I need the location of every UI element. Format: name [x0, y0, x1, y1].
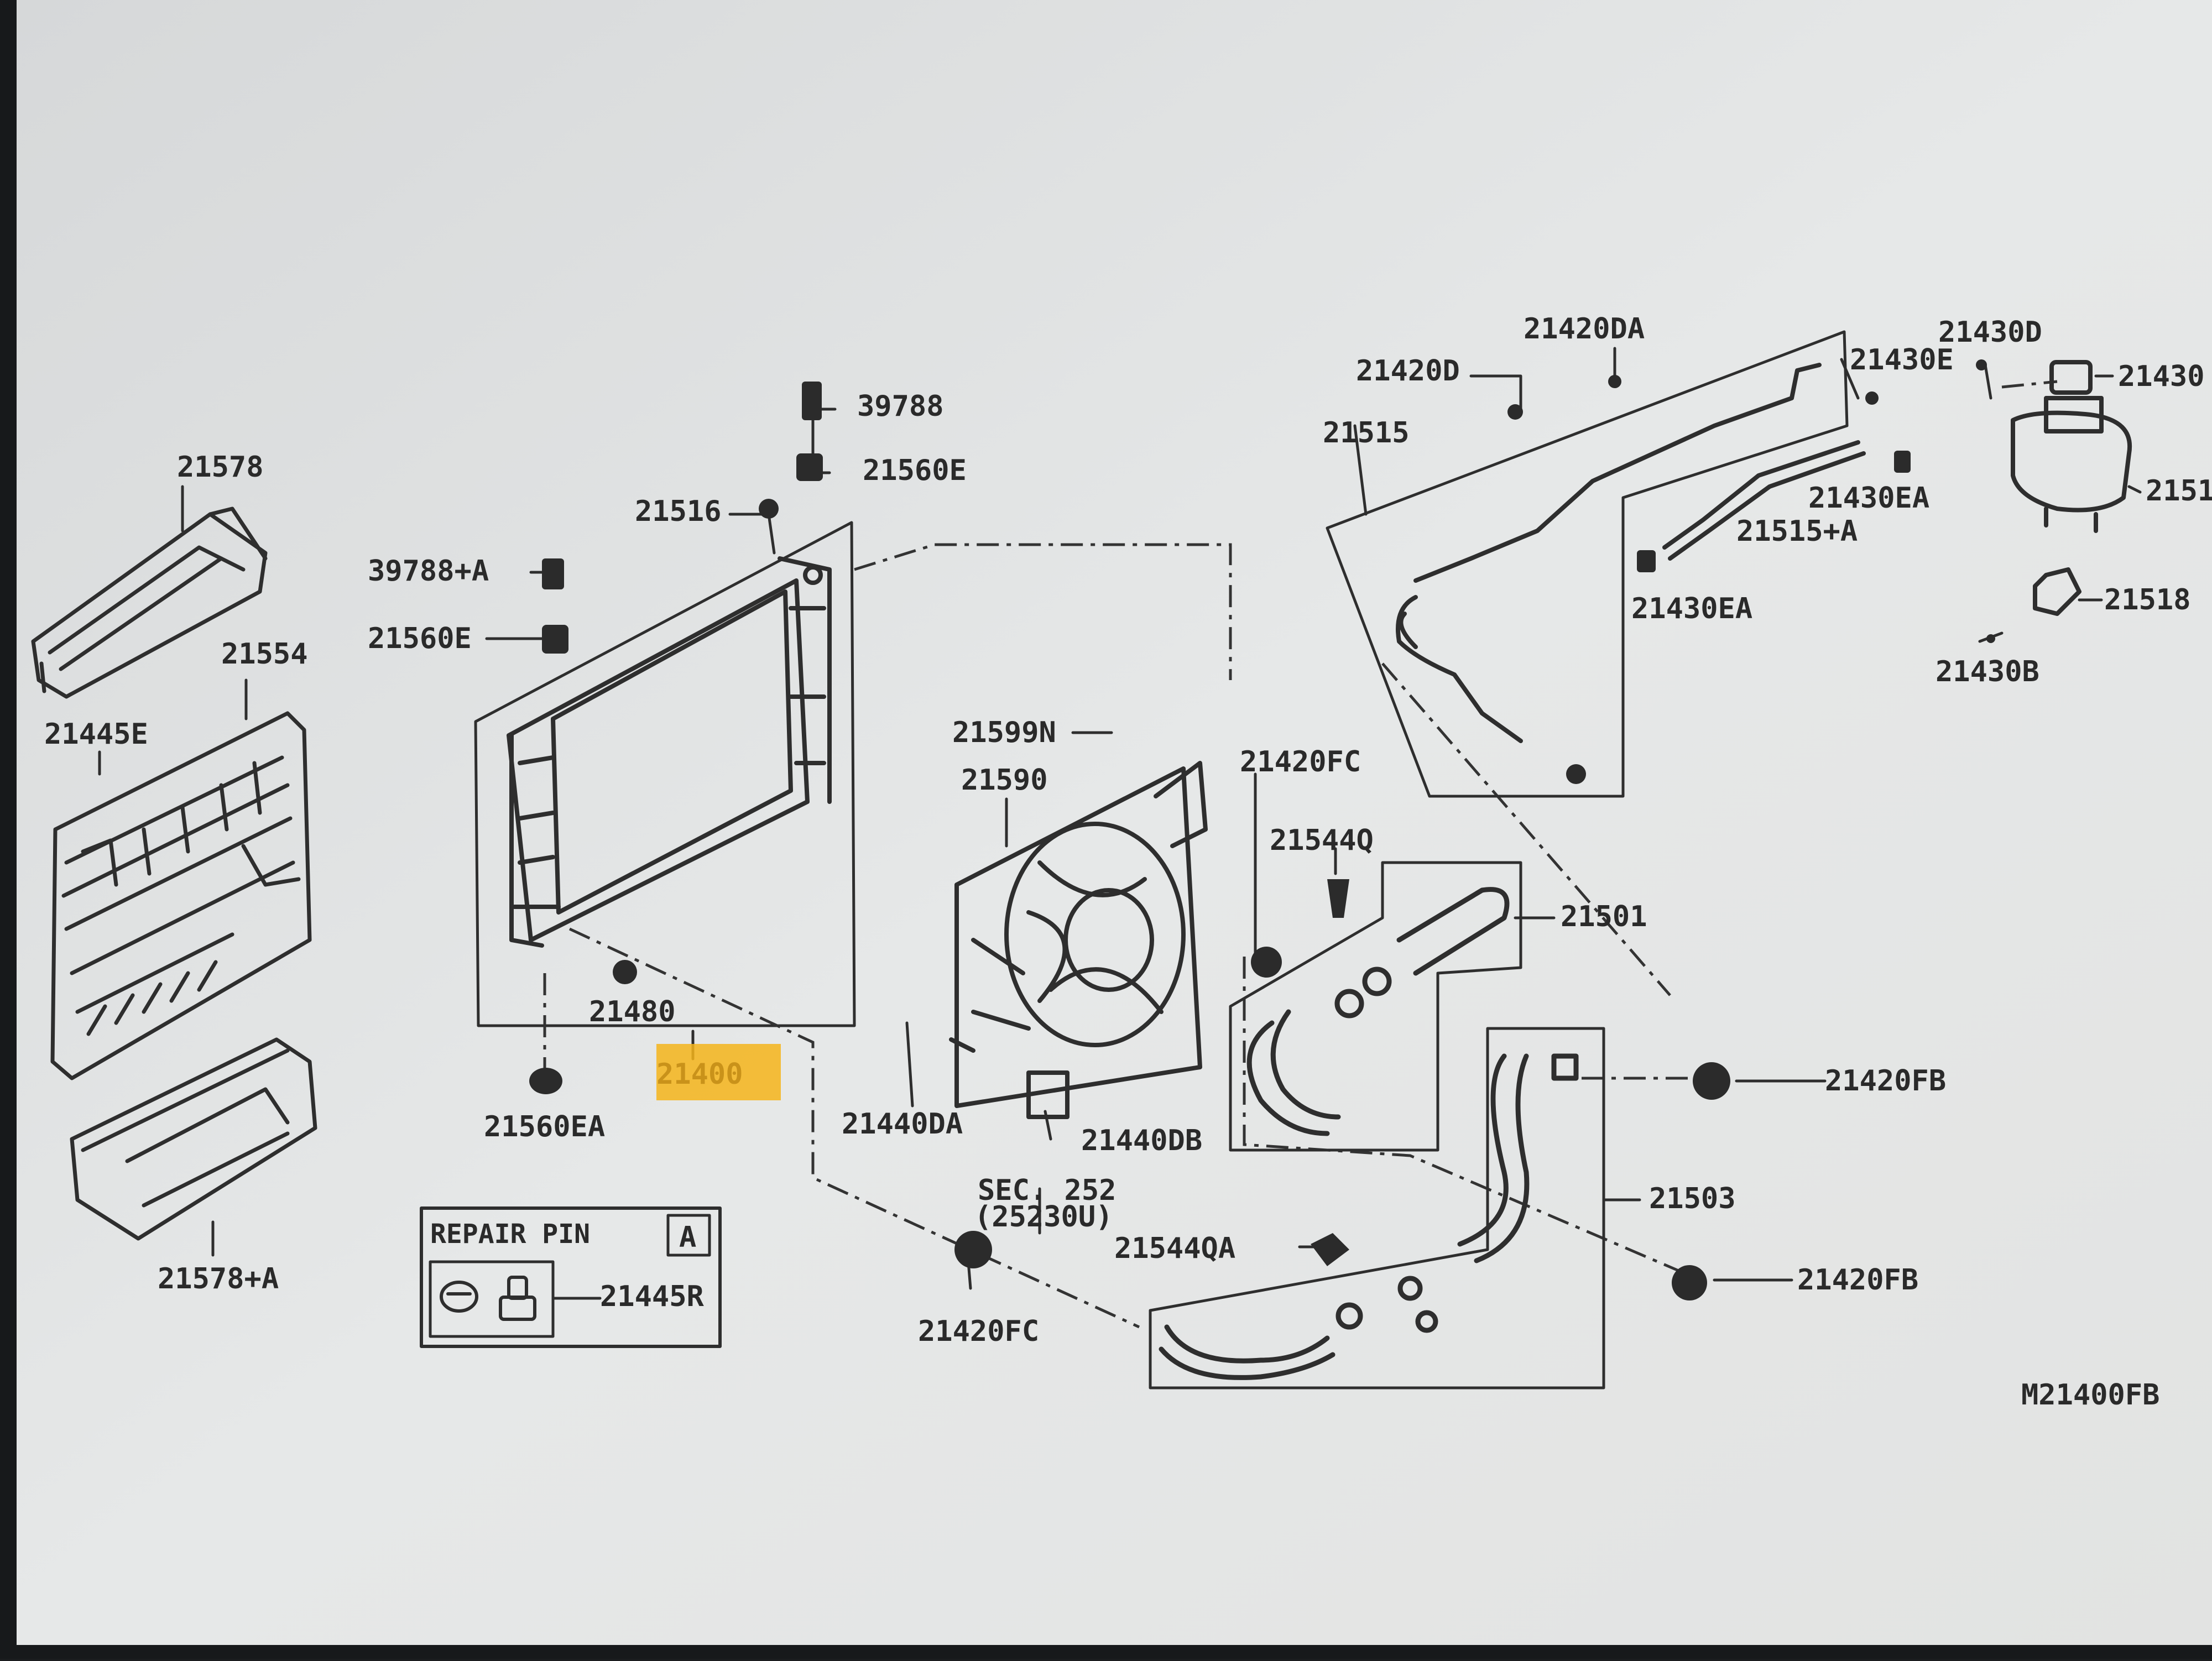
label-21578A: 21578+A — [158, 1262, 279, 1296]
label-21420FB-1: 21420FB — [1825, 1064, 1946, 1098]
label-21518: 21518 — [2104, 583, 2191, 617]
label-21544QA: 21544QA — [1114, 1232, 1235, 1265]
reservoir-tank — [2011, 360, 2132, 616]
upper-hose-box — [1229, 861, 1522, 1152]
label-21420D: 21420D — [1356, 354, 1460, 388]
label-21445E: 21445E — [44, 718, 148, 751]
label-21430EA-2: 21430EA — [1631, 592, 1752, 625]
air-guide-upper — [31, 506, 268, 699]
radiator-group-box — [474, 521, 856, 1027]
radiator-fan — [949, 761, 1208, 1119]
label-21420FB-2: 21420FB — [1797, 1263, 1918, 1297]
label-21554: 21554 — [221, 638, 308, 671]
label-21430: 21430 — [2118, 360, 2205, 393]
label-25230U: (25230U) — [974, 1200, 1113, 1234]
lower-hose-box — [1149, 1027, 1605, 1390]
part-labels: 21578 21554 21445E 21578+A 39788+A 21560… — [44, 312, 2212, 1412]
label-21420FC-top: 21420FC — [1240, 745, 1361, 779]
label-21515: 21515 — [1323, 416, 1410, 450]
drawing-code: M21400FB — [2021, 1378, 2159, 1412]
label-21420DA: 21420DA — [1524, 312, 1645, 346]
label-21560E-top: 21560E — [863, 454, 967, 487]
label-21430E: 21430E — [1850, 343, 1954, 377]
label-21578: 21578 — [177, 451, 264, 484]
label-39788A: 39788+A — [368, 555, 489, 588]
label-21501: 21501 — [1561, 900, 1647, 933]
label-21515A: 21515+A — [1736, 515, 1858, 548]
label-21560EA: 21560EA — [484, 1110, 605, 1143]
label-21544Q: 21544Q — [1270, 824, 1374, 857]
repair-pin-badge: A — [679, 1221, 696, 1254]
repair-pin-part: 21445R — [600, 1280, 705, 1313]
label-21480: 21480 — [589, 995, 676, 1028]
label-sec-252: SEC. 252 — [978, 1174, 1116, 1207]
label-21440DA: 21440DA — [842, 1108, 963, 1141]
lower-hose — [1159, 1053, 1579, 1380]
reservoir-hose-box — [1326, 330, 1849, 798]
label-21440DB: 21440DB — [1081, 1124, 1202, 1157]
diagram-sheet — [17, 0, 2212, 1645]
air-guide-side — [50, 711, 312, 1080]
label-21560E-left: 21560E — [368, 622, 472, 655]
label-21599N: 21599N — [952, 716, 1056, 749]
label-21430B: 21430B — [1936, 655, 2039, 688]
label-21400: 21400 — [656, 1058, 743, 1091]
hardware-parts — [529, 359, 1995, 1300]
label-21420FC-bottom: 21420FC — [918, 1315, 1039, 1348]
repair-pin-inset: REPAIR PIN A 21445R — [420, 1206, 722, 1348]
label-21503: 21503 — [1649, 1182, 1736, 1215]
upper-hose — [1246, 887, 1510, 1136]
label-21510: 21510 — [2146, 474, 2212, 508]
label-21430EA-1: 21430EA — [1808, 482, 1929, 515]
label-39788: 39788 — [857, 390, 944, 423]
label-21590: 21590 — [961, 764, 1048, 797]
air-guide-lower — [70, 1037, 317, 1241]
label-21516: 21516 — [635, 495, 722, 528]
repair-pin-parts — [440, 1276, 536, 1321]
repair-pin-title: REPAIR PIN — [430, 1219, 590, 1250]
highlight-21400 — [656, 1044, 781, 1100]
reservoir-hoses — [1396, 363, 1866, 743]
radiator — [507, 556, 832, 948]
label-21430D: 21430D — [1938, 316, 2042, 349]
